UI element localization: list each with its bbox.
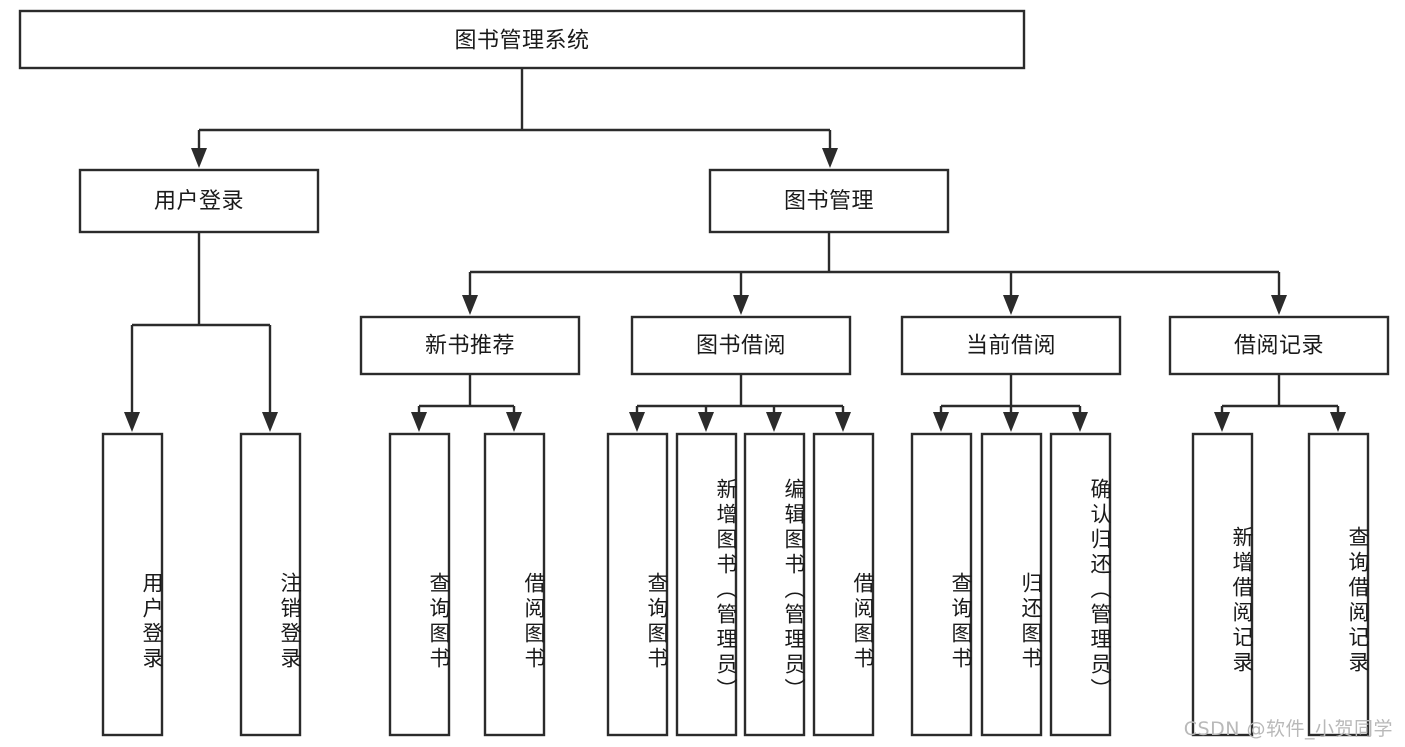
connector-current-borrow-to-leaves	[933, 374, 1088, 432]
node-current-borrow-box[interactable]	[900, 315, 1122, 376]
arrow-icon	[733, 295, 749, 315]
leaf-box-query-book-3[interactable]	[910, 432, 973, 737]
leaf-box-query-record[interactable]	[1307, 432, 1370, 737]
arrow-icon	[1214, 412, 1230, 432]
node-root[interactable]: 图书管理系统	[18, 9, 1026, 70]
arrow-icon	[411, 412, 427, 432]
arrow-icon	[1072, 412, 1088, 432]
arrow-icon	[462, 295, 478, 315]
node-root-box[interactable]	[18, 9, 1026, 70]
node-borrow-record-label: 借阅记录	[1234, 334, 1324, 359]
leaf-box-query-book-2[interactable]	[606, 432, 669, 737]
leaf-box-confirm-return[interactable]	[1049, 432, 1112, 737]
node-book-borrow[interactable]: 图书借阅	[630, 315, 852, 376]
node-user-login-box[interactable]	[78, 168, 320, 234]
leaf-box-user-login[interactable]	[101, 432, 164, 737]
arrow-icon	[698, 412, 714, 432]
node-borrow-record[interactable]: 借阅记录	[1168, 315, 1390, 376]
arrow-icon	[1271, 295, 1287, 315]
arrow-icon	[629, 412, 645, 432]
arrow-icon	[262, 412, 278, 432]
connector-borrow-record-to-leaves	[1214, 374, 1346, 432]
node-new-book-recommend[interactable]: 新书推荐	[359, 315, 581, 376]
leaf-box-edit-book[interactable]	[743, 432, 806, 737]
node-current-borrow-label: 当前借阅	[966, 334, 1056, 359]
arrow-icon	[191, 148, 207, 168]
node-current-borrow[interactable]: 当前借阅	[900, 315, 1122, 376]
arrow-icon	[1003, 295, 1019, 315]
arrow-icon	[822, 148, 838, 168]
leaf-box-add-book[interactable]	[675, 432, 738, 737]
connector-new-book-recommend-to-leaves	[411, 374, 522, 432]
connector-book-borrow-to-leaves	[629, 374, 851, 432]
arrow-icon	[1330, 412, 1346, 432]
node-book-borrow-label: 图书借阅	[696, 334, 786, 359]
node-user-login[interactable]: 用户登录	[78, 168, 320, 234]
arrow-icon	[506, 412, 522, 432]
leaf-box-logout-login[interactable]	[239, 432, 302, 737]
leaf-box-borrow-book-1[interactable]	[483, 432, 546, 737]
arrow-icon	[766, 412, 782, 432]
watermark-text: CSDN @软件_小贺同学	[1183, 718, 1393, 740]
node-new-book-recommend-box[interactable]	[359, 315, 581, 376]
arrow-icon	[124, 412, 140, 432]
node-root-label: 图书管理系统	[454, 29, 589, 54]
connector-root-to-level2	[191, 68, 838, 168]
connector-user-login-to-leaves	[124, 232, 278, 432]
node-new-book-recommend-label: 新书推荐	[425, 334, 515, 359]
arrow-icon	[1003, 412, 1019, 432]
node-user-login-label: 用户登录	[154, 189, 244, 214]
node-book-management[interactable]: 图书管理	[708, 168, 950, 234]
node-book-management-label: 图书管理	[784, 189, 874, 214]
connector-book-management-to-level3	[462, 232, 1287, 315]
arrow-icon	[933, 412, 949, 432]
leaf-box-borrow-book-2[interactable]	[812, 432, 875, 737]
leaf-box-return-book[interactable]	[980, 432, 1043, 737]
leaf-box-query-book-1[interactable]	[388, 432, 451, 737]
arrow-icon	[835, 412, 851, 432]
leaf-box-add-record[interactable]	[1191, 432, 1254, 737]
